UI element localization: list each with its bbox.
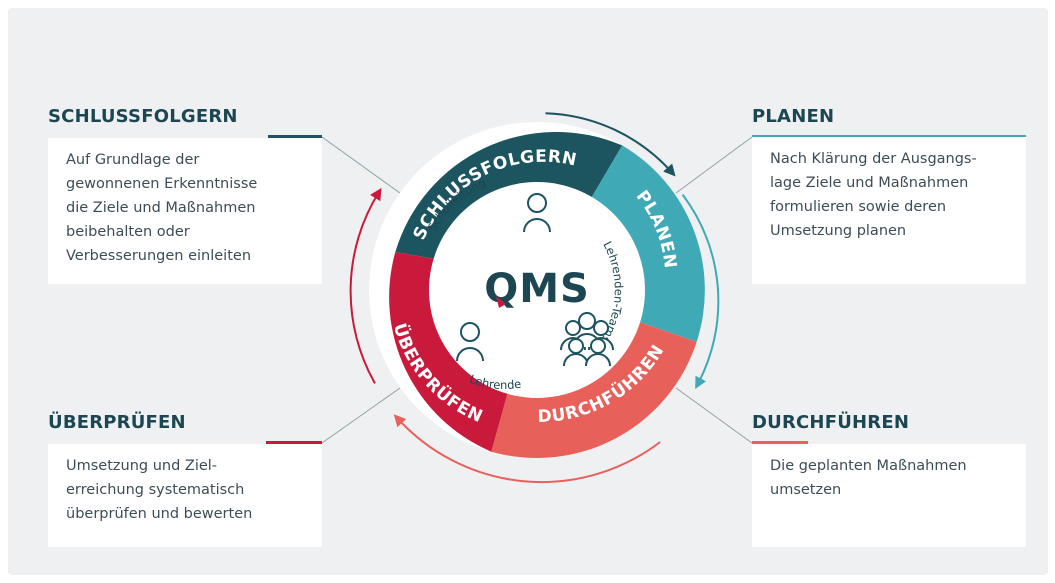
card-planen: Nach Klärung der Ausgangs- lage Ziele un… [752,137,1026,284]
connector-line [675,136,753,194]
section-title-durchfuehren: DURCHFÜHREN [752,412,910,433]
segment-durchfuehren[interactable] [491,316,697,459]
cycle-arrow-crimson [349,187,382,384]
section-title-schlussfolgern: SCHLUSSFOLGERN [48,106,238,127]
section-title-ueberpruefen: ÜBERPRÜFEN [48,412,186,433]
card-text-line: Nach Klärung der Ausgangs- [770,151,977,167]
accent-bar-durchfuehren [752,441,808,444]
qms-logo: QMS [484,266,589,312]
connector-line [321,387,401,444]
cycle-arrow-salmon [393,414,661,484]
accent-bar-planen [752,135,1026,137]
card-text-line: Umsetzung und Ziel- [66,458,218,474]
cycle-arrow-dark [545,112,676,177]
card-text-line: Verbesserungen einleiten [66,248,252,264]
logo-accent [496,296,506,308]
card-text-line: gewonnenen Erkenntnisse [66,176,258,192]
connector-line [321,136,401,194]
accent-bar-ueberpruefen [266,441,322,444]
card-text-line: umsetzen [770,482,842,498]
card-text-line: beibehalten oder [66,224,190,240]
card-durchfuehren: Die geplanten Maßnahmen umsetzen [752,444,1026,547]
card-text-line: lage Ziele und Maßnahmen [770,175,969,191]
card-text-line: formulieren sowie deren [770,199,947,215]
card-ueberpruefen: Umsetzung und Ziel- erreichung systemati… [48,444,322,547]
group-icon [560,312,614,367]
cycle-arrow-teal [681,193,720,390]
connector-line [675,387,753,444]
card-text-line: überprüfen und bewerten [66,506,253,522]
card-schlussfolgern: Auf Grundlage der gewonnenen Erkenntniss… [48,138,322,284]
card-text-line: die Ziele und Maßnahmen [66,200,256,216]
card-text-line: Auf Grundlage der [66,152,200,168]
segment-planen[interactable] [582,145,705,342]
card-text-line: Umsetzung planen [770,223,907,239]
card-text-line: erreichung systematisch [66,482,245,498]
person-icon [456,322,484,362]
section-title-planen: PLANEN [752,106,835,127]
accent-bar-schlussfolgern [268,135,322,138]
card-text-line: Die geplanten Maßnahmen [770,458,967,474]
person-icon [523,193,551,233]
